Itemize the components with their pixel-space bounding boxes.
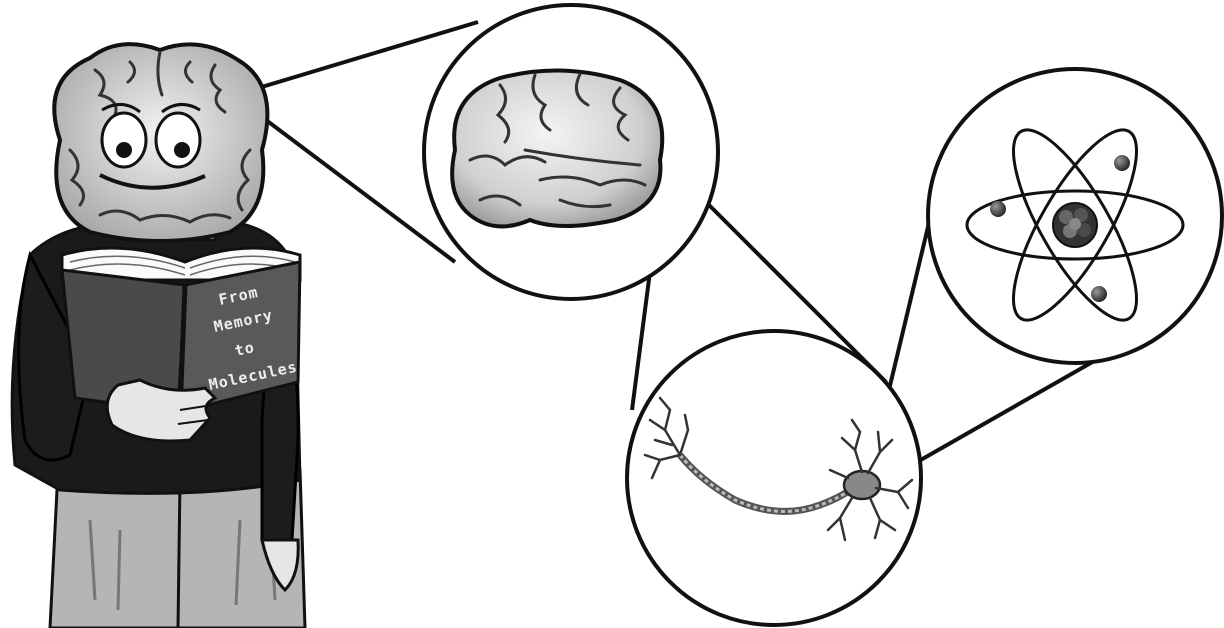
electron-1 (1114, 155, 1130, 171)
hand-holding-book (107, 380, 215, 441)
brain-icon (452, 70, 662, 226)
electron-3 (1091, 286, 1107, 302)
left-eye (102, 113, 146, 167)
person-reading: From Memory to Molecules (12, 44, 305, 628)
electron-2 (990, 201, 1006, 217)
brain-zoom-circle (424, 5, 718, 299)
right-eye (156, 113, 200, 167)
nucleus (1053, 203, 1097, 247)
atom-zoom-circle (928, 69, 1222, 363)
neuron-zoom-circle (627, 331, 921, 625)
brain-head (54, 44, 267, 241)
